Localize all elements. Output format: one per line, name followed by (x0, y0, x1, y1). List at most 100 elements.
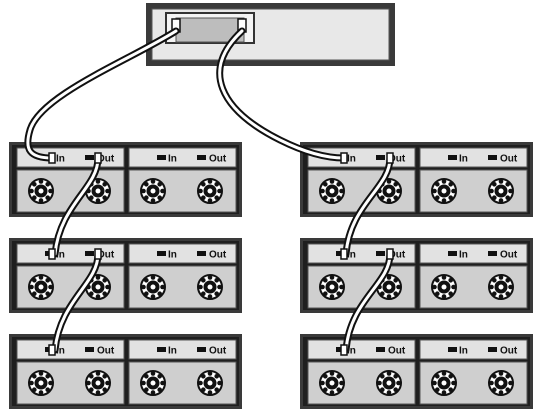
in-port-icon (157, 251, 166, 256)
cable-core (218, 29, 346, 160)
fan-bolt (393, 374, 399, 379)
out-port-icon (197, 251, 206, 256)
fan-bolt (380, 195, 385, 200)
fan-bolt (432, 284, 437, 290)
fan-bolt (336, 374, 342, 379)
fan-center (150, 188, 156, 194)
controller-unit (146, 3, 395, 66)
fan-bolt (157, 195, 162, 200)
fan-bolt (207, 390, 213, 395)
fan-bolt (492, 195, 497, 200)
fan-bolt (323, 182, 328, 187)
fan-bolt (498, 275, 504, 280)
out-port-icon (85, 347, 94, 352)
fan-bolt (386, 294, 392, 299)
fan-bolt (435, 182, 440, 187)
fan-bolt (336, 291, 342, 297)
fan-bolt (339, 380, 344, 386)
fan-bolt (498, 294, 504, 299)
fan-bolt (45, 291, 50, 297)
fan-icon (140, 370, 166, 396)
out-port-icon (488, 347, 497, 352)
fan-bolt (441, 275, 447, 280)
fan-bolt (380, 387, 385, 393)
fan-icon (28, 370, 54, 396)
fan-bolt (95, 390, 101, 395)
fan-bolt (441, 198, 447, 203)
fan-bolt (435, 374, 440, 379)
cable-connector-icon (340, 248, 348, 260)
fan-bolt (207, 275, 213, 280)
fan-bolt (508, 188, 513, 194)
fan-bolt (386, 390, 392, 395)
fan-bolt (451, 188, 456, 194)
fan-bolt (214, 387, 219, 393)
fan-bolt (448, 278, 454, 283)
fan-bolt (448, 182, 454, 187)
fan-bolt (441, 179, 447, 184)
in-port-label: In (168, 154, 177, 165)
fan-bolt (32, 195, 37, 200)
fan-bolt (157, 278, 162, 283)
fan-bolt (448, 374, 454, 379)
fan-bolt (435, 291, 440, 297)
fan-center (498, 188, 504, 194)
fan-bolt (160, 284, 165, 290)
cable-connector-icon (340, 344, 348, 356)
fan-icon (140, 178, 166, 204)
fan-bolt (201, 374, 206, 379)
cable-controller-to-left-chain (24, 27, 180, 162)
fan-bolt (32, 387, 37, 393)
fan-bolt (508, 380, 513, 386)
port-label-strip (128, 243, 237, 264)
fan-bolt (201, 195, 206, 200)
out-port-label: Out (97, 154, 115, 165)
cable-controller-to-right-chain (216, 27, 348, 162)
out-port-label: Out (388, 154, 406, 165)
fan-bolt (198, 188, 203, 194)
fan-bolt (377, 380, 382, 386)
fan-bolt (336, 182, 342, 187)
fan-bolt (95, 198, 101, 203)
fan-bolt (489, 284, 494, 290)
cable-core (53, 252, 100, 352)
fan-bolt (102, 182, 107, 187)
fan-bolt (489, 380, 494, 386)
fan-bolt (214, 278, 219, 283)
fan-bolt (45, 195, 50, 200)
cable-connector-icon (48, 248, 56, 260)
fan-icon (319, 274, 345, 300)
cable-left-chain-link-2 (51, 250, 102, 354)
fan-bolt (393, 278, 399, 283)
fan-bolt (45, 374, 50, 379)
fan-bolt (144, 291, 149, 297)
fan-icon (431, 178, 457, 204)
fan-bolt (95, 294, 101, 299)
port-label-strip (128, 147, 237, 168)
fan-icon (488, 370, 514, 396)
out-port-label: Out (388, 250, 406, 261)
fan-icon (140, 274, 166, 300)
fan-bolt (198, 284, 203, 290)
in-port-label: In (56, 250, 65, 261)
fan-bolt (38, 198, 44, 203)
fan-bolt (48, 188, 53, 194)
fan-bolt (320, 188, 325, 194)
cable-connector-icon (386, 248, 394, 260)
fan-bolt (214, 374, 219, 379)
fan-bolt (435, 195, 440, 200)
fan-bolt (336, 195, 342, 200)
fan-bolt (48, 284, 53, 290)
out-port-label: Out (97, 250, 115, 261)
fan-icon (319, 370, 345, 396)
io-module: In Out (16, 243, 125, 309)
fan-bolt (323, 387, 328, 393)
fan-bolt (339, 284, 344, 290)
fan-bolt (144, 374, 149, 379)
fan-center (207, 380, 213, 386)
